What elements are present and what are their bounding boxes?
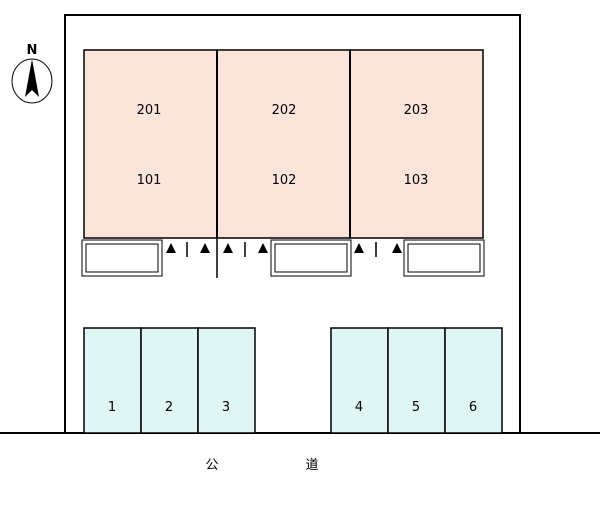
entrance-arrow-icon — [166, 243, 176, 253]
parking-number: 3 — [222, 400, 230, 415]
parking-number: 5 — [412, 400, 420, 415]
parking-number: 2 — [165, 400, 173, 415]
entrance-arrow-icon — [392, 243, 402, 253]
unit-number: 201 — [137, 103, 162, 118]
parking-space-4 — [330, 327, 389, 434]
entrance-strip — [81, 238, 485, 278]
unit-number: 203 — [404, 103, 429, 118]
unit-number: 103 — [404, 173, 429, 188]
unit-3 — [349, 49, 484, 239]
north-arrow-icon: N — [11, 43, 53, 104]
entrance-arrow-icon — [200, 243, 210, 253]
compass-label: N — [27, 43, 38, 58]
parking-area: 1 2 3 4 5 6 — [83, 327, 503, 434]
road-label: 公 — [205, 458, 218, 473]
entrance-arrow-icon — [258, 243, 268, 253]
lot-boundary — [64, 14, 521, 433]
unit-number: 102 — [272, 173, 297, 188]
building: 201 101 202 102 203 103 — [83, 49, 484, 239]
unit-number: 202 — [272, 103, 297, 118]
parking-space-6 — [444, 327, 503, 434]
parking-space-5 — [387, 327, 446, 434]
storage-box-inner — [407, 243, 481, 273]
road-label: 道 — [305, 458, 318, 473]
unit-number: 101 — [137, 173, 162, 188]
parking-space-3 — [197, 327, 256, 434]
unit-2 — [216, 49, 351, 239]
parking-space-2 — [140, 327, 199, 434]
entrance-arrow-icon — [354, 243, 364, 253]
parking-number: 6 — [469, 400, 477, 415]
parking-number: 1 — [108, 400, 116, 415]
storage-box-inner — [274, 243, 348, 273]
parking-number: 4 — [355, 400, 363, 415]
unit-1 — [83, 49, 218, 239]
entrance-arrow-icon — [223, 243, 233, 253]
parking-space-1 — [83, 327, 142, 434]
storage-box-inner — [85, 243, 159, 273]
